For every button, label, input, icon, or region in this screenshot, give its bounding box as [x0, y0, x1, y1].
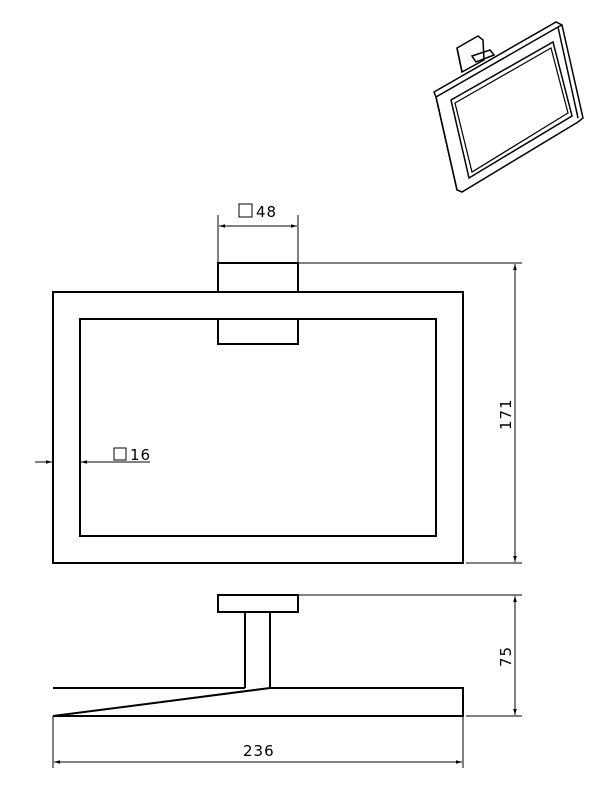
front-view: [52, 262, 464, 564]
dimension-width: 236: [52, 716, 464, 768]
side-bar: [52, 687, 464, 717]
mount-plate: [217, 262, 299, 293]
mount-hidden: [217, 319, 299, 345]
frame-outer: [52, 291, 464, 564]
dim-label-171: 171: [497, 398, 515, 430]
square-symbol-icon: [238, 203, 253, 218]
side-mount-plate: [217, 594, 299, 613]
dimension-height: 171: [298, 262, 522, 564]
dimension-mount-square: 48: [217, 203, 299, 263]
dim-label-236: 236: [243, 742, 275, 760]
side-view: [52, 594, 464, 717]
dimension-depth: 75: [298, 594, 522, 717]
frame-inner: [79, 318, 437, 537]
dim-label-75: 75: [497, 646, 515, 667]
dim-label-16: 16: [130, 446, 151, 464]
side-stem: [244, 612, 271, 688]
square-symbol-icon: [113, 447, 127, 461]
dim-label-48: 48: [256, 203, 277, 221]
isometric-view: [433, 21, 584, 193]
dimension-bar-square: 16: [35, 446, 151, 464]
